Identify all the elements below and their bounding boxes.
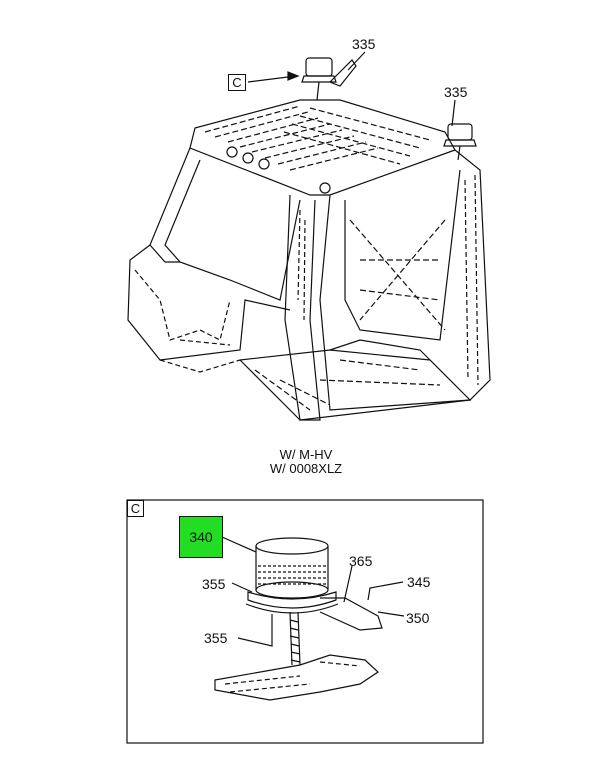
- part-340-highlight[interactable]: 340: [179, 516, 223, 558]
- callout-335-right: 335: [444, 84, 468, 100]
- detail-c-label: C: [127, 500, 144, 517]
- callout-355-upper: 355: [202, 576, 226, 592]
- caption-line-2: W/ 0008XLZ: [269, 461, 343, 476]
- callout-355-lower: 355: [204, 630, 228, 646]
- callout-365: 365: [349, 553, 373, 569]
- caption-line-1: W/ M-HV: [279, 447, 333, 462]
- callout-335-left: 335: [352, 36, 376, 52]
- callout-345: 345: [407, 574, 431, 590]
- callout-c-reference: C: [228, 74, 246, 91]
- callout-350: 350: [406, 610, 430, 626]
- detail-c-frame: [126, 499, 484, 744]
